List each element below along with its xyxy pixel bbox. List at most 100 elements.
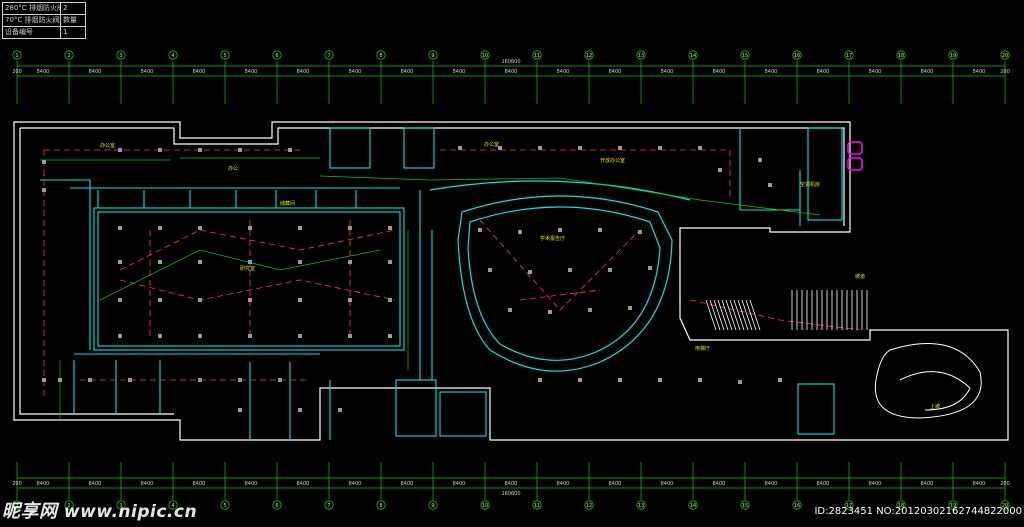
bay-dimension: 8400: [89, 481, 102, 487]
axis-label: 11: [534, 53, 540, 59]
bay-dimension: 8400: [89, 69, 102, 75]
axis-bubble: [324, 500, 334, 510]
axis-label: 13: [638, 53, 644, 59]
bay-dimension: 8400: [557, 481, 570, 487]
axis-bubble: [64, 50, 74, 60]
axis-bubble: [220, 50, 230, 60]
axis-label: 17: [846, 53, 852, 59]
axis-bubble: [636, 500, 646, 510]
axis-label: 7: [327, 53, 330, 59]
stairs: [705, 290, 868, 331]
axis-bubble: [740, 50, 750, 60]
axis-bubble: [1000, 50, 1010, 60]
axis-label: 10: [482, 503, 488, 509]
axis-bubble: [792, 50, 802, 60]
fire-damper-equipment: [847, 141, 863, 171]
bay-dimension: 8400: [921, 69, 934, 75]
axis-label: 3: [119, 53, 122, 59]
axis-bubble: [896, 50, 906, 60]
legend-label: 70°C 排烟防火阀: [5, 15, 61, 26]
axis-grid-top: 1606001840028400384004840058400684007840…: [12, 50, 1010, 104]
edge-dimension: 200: [1000, 481, 1010, 487]
label-elevator: 电梯厅: [695, 345, 710, 352]
axis-bubble: [688, 50, 698, 60]
bay-dimension: 8400: [297, 481, 310, 487]
lecture-hall: [429, 180, 691, 372]
axis-bubble: [272, 500, 282, 510]
axis-bubble: [636, 50, 646, 60]
axis-label: 6: [275, 503, 278, 509]
axis-label: 5: [223, 53, 226, 59]
axis-label: 8: [379, 503, 382, 509]
axis-bubble: [220, 500, 230, 510]
axis-label: 10: [482, 53, 488, 59]
axis-label: 7: [327, 503, 330, 509]
bay-dimension: 8400: [817, 481, 830, 487]
legend-label: 280°C 排烟防火阀: [5, 3, 61, 14]
legend-value: 2: [63, 4, 68, 12]
axis-bubble: [532, 50, 542, 60]
label-reading-hall: 学术报告厅: [540, 235, 565, 242]
bay-dimension: 8400: [245, 481, 258, 487]
edge-dimension: 200: [12, 481, 22, 487]
axis-label: 16: [794, 53, 800, 59]
branch-circuits: [40, 157, 821, 420]
bay-dimension: 8400: [453, 481, 466, 487]
label-office-ne: 办公室: [484, 141, 499, 148]
total-dimension: 160600: [501, 59, 520, 65]
axis-bubble: [584, 50, 594, 60]
axis-bubble: [584, 500, 594, 510]
legend-row: 设备编号 1: [3, 27, 85, 38]
axis-bubble: [64, 500, 74, 510]
bay-dimension: 8400: [297, 69, 310, 75]
axis-label: 1: [15, 503, 18, 509]
axis-bubble: [896, 500, 906, 510]
ramp-oval: [874, 343, 982, 419]
bay-dimension: 8400: [141, 69, 154, 75]
bay-dimension: 8400: [37, 69, 50, 75]
axis-bubble: [168, 50, 178, 60]
legend-table: 280°C 排烟防火阀 2 70°C 排烟防火阀 数量 设备编号 1: [2, 2, 86, 39]
dashed-circuits: [43, 149, 861, 400]
axis-label: 15: [742, 503, 748, 509]
bay-dimension: 8400: [349, 481, 362, 487]
bay-dimension: 8400: [193, 481, 206, 487]
bay-dimension: 8400: [817, 69, 830, 75]
axis-label: 14: [690, 503, 696, 509]
bay-dimension: 8400: [349, 69, 362, 75]
axis-label: 12: [586, 53, 592, 59]
bay-dimension: 8400: [193, 69, 206, 75]
legend-label: 设备编号: [3, 27, 61, 38]
axis-label: 1: [15, 53, 18, 59]
axis-label: 9: [431, 503, 434, 509]
axis-label: 19: [950, 53, 956, 59]
bay-dimension: 8400: [765, 69, 778, 75]
building-outline: [13, 121, 1009, 441]
axis-label: 13: [638, 503, 644, 509]
axis-label: 2: [67, 503, 70, 509]
axis-bubble: [168, 500, 178, 510]
axis-label: 16: [794, 503, 800, 509]
axis-label: 12: [586, 503, 592, 509]
axis-bubble: [844, 50, 854, 60]
axis-bubble: [116, 500, 126, 510]
axis-label: 6: [275, 53, 278, 59]
edge-dimension: 200: [1000, 69, 1010, 75]
interior-walls: [40, 127, 843, 440]
legend-value: 1: [63, 28, 68, 36]
axis-label: 4: [171, 503, 174, 509]
axis-label: 8: [379, 53, 382, 59]
axis-label: 4: [171, 53, 174, 59]
legend-row: 70°C 排烟防火阀 数量: [3, 15, 85, 27]
bay-dimension: 8400: [609, 69, 622, 75]
room-labels: 办公室 办公 办公室 研究室 学术报告厅 开放办公室 储藏间 空调机房 电梯厅 …: [100, 141, 940, 410]
axis-bubble: [1000, 500, 1010, 510]
axis-grid-bottom: 1606001840028400384004840058400684007840…: [12, 462, 1010, 510]
axis-bubble: [740, 500, 750, 510]
label-office-nw2: 办公: [228, 165, 238, 172]
bay-dimension: 8400: [661, 69, 674, 75]
watermark-site: www.nipic.cn: [63, 502, 198, 522]
image-id: ID:2823451 NO:20120302162744822000: [814, 506, 1022, 517]
label-research: 研究室: [240, 265, 255, 272]
